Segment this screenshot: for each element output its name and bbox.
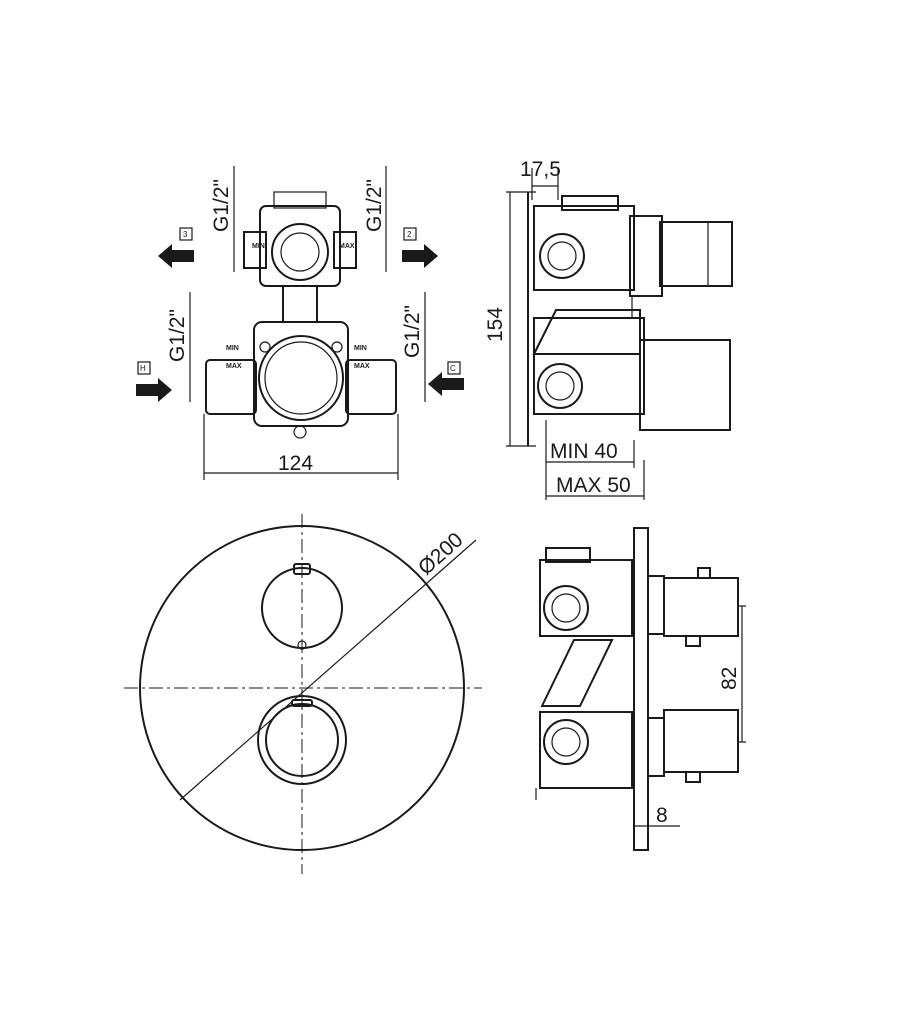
spacing-dimension: 82 <box>718 667 741 690</box>
thread-size-bottom-left: G1/2" <box>166 309 189 362</box>
installed-view: 82 8 <box>535 527 746 851</box>
min-marking-upper: MIN <box>252 243 265 250</box>
hot-inlet-label: H <box>140 364 146 373</box>
thread-size-top-right: G1/2" <box>363 179 386 232</box>
min-marking-left: MIN <box>226 345 239 352</box>
outlet-3-arrow-icon: 3 <box>158 227 194 268</box>
front-view: Ø200 <box>124 514 482 874</box>
thread-size-top-left: G1/2" <box>210 179 233 232</box>
min-marking-right: MIN <box>354 345 367 352</box>
max-marking-upper: MAX <box>339 243 355 250</box>
outlet-3-label: 3 <box>183 230 188 239</box>
cold-inlet-label: C <box>450 364 456 373</box>
width-dimension: 124 <box>278 452 313 475</box>
plate-thickness-dimension: 8 <box>656 804 668 827</box>
outlet-2-label: 2 <box>407 230 412 239</box>
thread-size-bottom-right: G1/2" <box>401 305 424 358</box>
cold-inlet-arrow-icon: C <box>428 361 464 396</box>
hot-inlet-arrow-icon: H <box>136 361 172 402</box>
top-view: MIN MAX MIN MAX MIN MAX G1/2" G1/2" G1/2… <box>136 166 464 480</box>
outlet-2-arrow-icon: 2 <box>402 227 438 268</box>
side-view: 17,5 154 MIN 40 MAX 50 <box>484 158 733 500</box>
offset-dimension: 17,5 <box>520 158 561 181</box>
max-depth-dimension: MAX 50 <box>556 474 631 497</box>
max-marking-right: MAX <box>354 363 370 370</box>
max-marking-left: MAX <box>226 363 242 370</box>
height-dimension: 154 <box>484 307 507 342</box>
min-depth-dimension: MIN 40 <box>550 440 618 463</box>
